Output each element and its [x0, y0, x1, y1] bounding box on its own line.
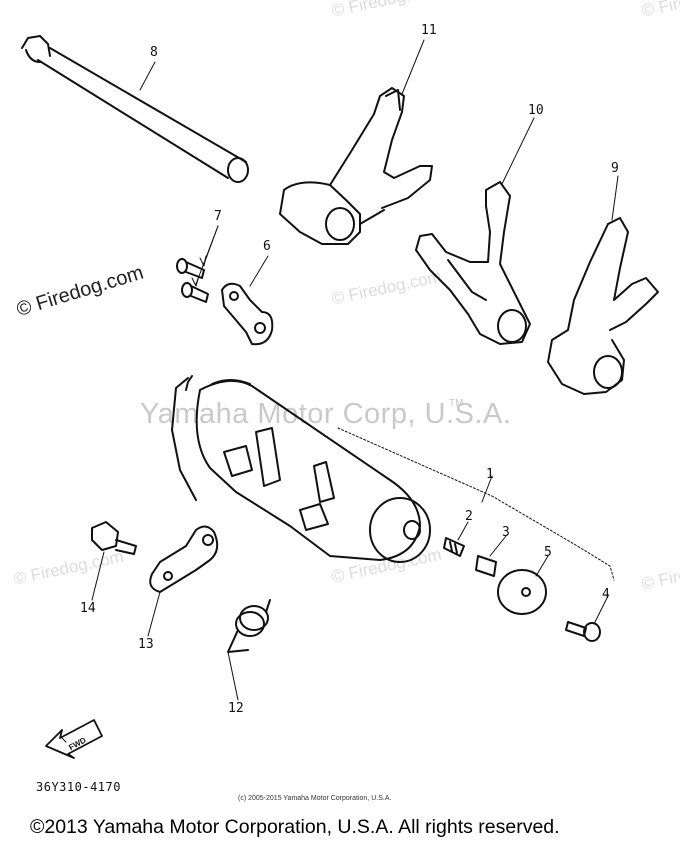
- diagram-code: 36Y310-4170: [36, 780, 121, 794]
- part-shift-fork-10: [415, 181, 531, 345]
- callout-2: 2: [465, 509, 473, 524]
- callout-10: 10: [528, 103, 544, 118]
- callout-5: 5: [544, 545, 552, 560]
- watermark-tm: TM: [449, 398, 464, 409]
- part-pin-3: [475, 555, 497, 577]
- callout-7: 7: [214, 209, 222, 224]
- part-plate-6: [221, 282, 274, 346]
- callout-14: 14: [80, 601, 96, 616]
- fwd-arrow-icon: [45, 719, 103, 759]
- part-spring-12: [227, 599, 271, 653]
- leader-lines: [91, 39, 619, 701]
- callout-11: 11: [421, 23, 437, 38]
- part-shift-drum: [171, 375, 431, 563]
- part-pin-2: [443, 537, 465, 557]
- part-shift-fork-11: [279, 87, 433, 245]
- watermark-yamaha: Yamaha Motor Corp, U.S.A.: [140, 398, 512, 430]
- part-lever-13: [149, 525, 219, 593]
- part-bolt-14: [91, 521, 137, 555]
- callout-12: 12: [228, 701, 244, 716]
- part-shaft: [21, 35, 249, 183]
- callout-9: 9: [611, 161, 619, 176]
- callout-6: 6: [263, 239, 271, 254]
- callout-8: 8: [150, 45, 158, 60]
- part-screws: [176, 258, 209, 303]
- small-copyright: (c) 2005-2015 Yamaha Motor Corporation, …: [238, 795, 392, 802]
- part-shift-fork-9: [547, 217, 659, 395]
- footer-copyright: ©2013 Yamaha Motor Corporation, U.S.A. A…: [30, 816, 560, 838]
- part-screw-4: [565, 621, 601, 642]
- callout-13: 13: [138, 637, 154, 652]
- callout-4: 4: [602, 587, 610, 602]
- callout-1: 1: [486, 467, 494, 482]
- part-washer-5: [497, 569, 547, 615]
- callout-3: 3: [502, 525, 510, 540]
